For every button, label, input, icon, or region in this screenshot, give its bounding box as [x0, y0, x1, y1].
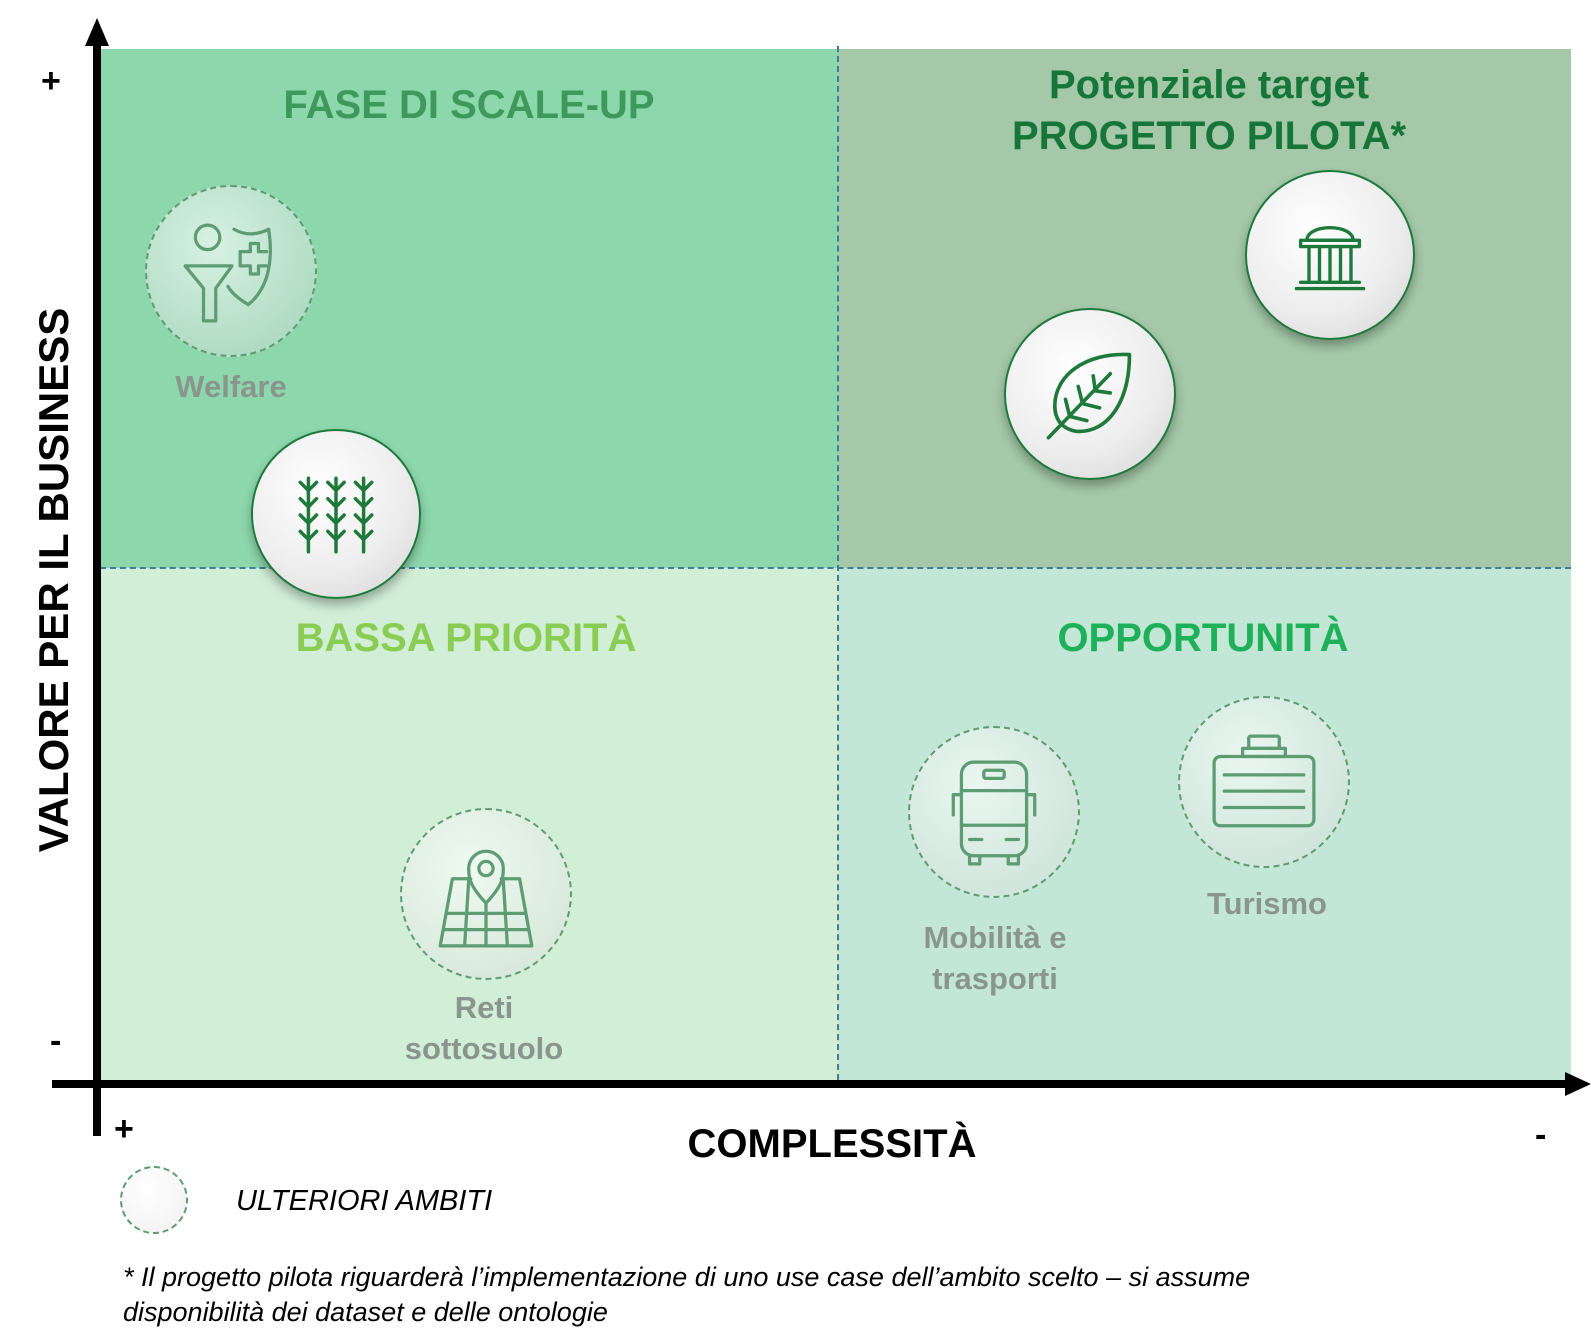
item-networks-label-line1: Reti: [454, 990, 514, 1025]
footnote-line1: * Il progetto pilota riguarderà l’implem…: [123, 1262, 1251, 1292]
quadrant-title-scale-up: FASE DI SCALE-UP: [283, 83, 655, 127]
item-mobility-label: Mobilità e trasporti: [924, 918, 1067, 1000]
legend-label: ULTERIORI AMBITI: [236, 1185, 493, 1217]
map-pin-icon: [438, 849, 534, 948]
legend-dashed-circle-icon: [120, 1166, 188, 1234]
x-axis-plus-sign: +: [114, 1110, 134, 1148]
y-axis-plus-sign: +: [41, 62, 61, 100]
wheat-icon: [298, 476, 374, 554]
x-axis-line: [52, 1080, 1574, 1088]
y-axis-arrow-icon: [85, 18, 109, 46]
leaf-icon: [1046, 352, 1132, 440]
item-tourism[interactable]: [1178, 696, 1350, 868]
bus-icon: [951, 760, 1037, 866]
quadrant-title-low-priority: BASSA PRIORITÀ: [295, 616, 637, 660]
item-environment[interactable]: [1004, 308, 1176, 480]
y-axis-line: [93, 38, 101, 1136]
quadrant-pilot-target: [838, 49, 1571, 568]
quadrant-title-pilot-line1: Potenziale target: [1048, 63, 1370, 107]
item-public-admin[interactable]: [1245, 170, 1415, 340]
item-networks-label: Reti sottosuolo: [405, 988, 563, 1070]
x-axis-minus-sign: -: [1535, 1116, 1547, 1154]
suitcase-icon: [1212, 734, 1316, 828]
x-axis-label: COMPLESSITÀ: [687, 1122, 977, 1166]
item-networks[interactable]: [400, 808, 572, 980]
welfare-shield-icon: [183, 223, 272, 323]
item-networks-label-line2: sottosuolo: [404, 1030, 564, 1066]
item-mobility[interactable]: [908, 726, 1080, 898]
quadrant-title-pilot-target: Potenziale target PROGETTO PILOTA*: [1012, 60, 1406, 162]
x-axis-arrow-icon: [1565, 1072, 1591, 1096]
vertical-divider: [837, 46, 839, 1080]
y-axis-minus-sign: -: [50, 1022, 62, 1060]
quadrant-title-opportunity: OPPORTUNITÀ: [1057, 616, 1349, 660]
item-agriculture[interactable]: [251, 429, 421, 599]
footnote-line2: disponibilità dei dataset e delle ontolo…: [123, 1297, 608, 1328]
item-mobility-label-line1: Mobilità e: [923, 920, 1067, 955]
quadrant-title-pilot-line2: PROGETTO PILOTA*: [1011, 113, 1407, 158]
government-building-icon: [1294, 226, 1366, 291]
item-mobility-label-line2: trasporti: [932, 960, 1058, 996]
item-tourism-label: Turismo: [1207, 886, 1327, 921]
footnote: * Il progetto pilota riguarderà l’implem…: [123, 1260, 1543, 1330]
item-welfare-label: Welfare: [175, 369, 287, 404]
horizontal-divider: [100, 567, 1571, 569]
y-axis-label: VALORE PER IL BUSINESS: [30, 307, 77, 853]
item-welfare[interactable]: [145, 185, 317, 357]
